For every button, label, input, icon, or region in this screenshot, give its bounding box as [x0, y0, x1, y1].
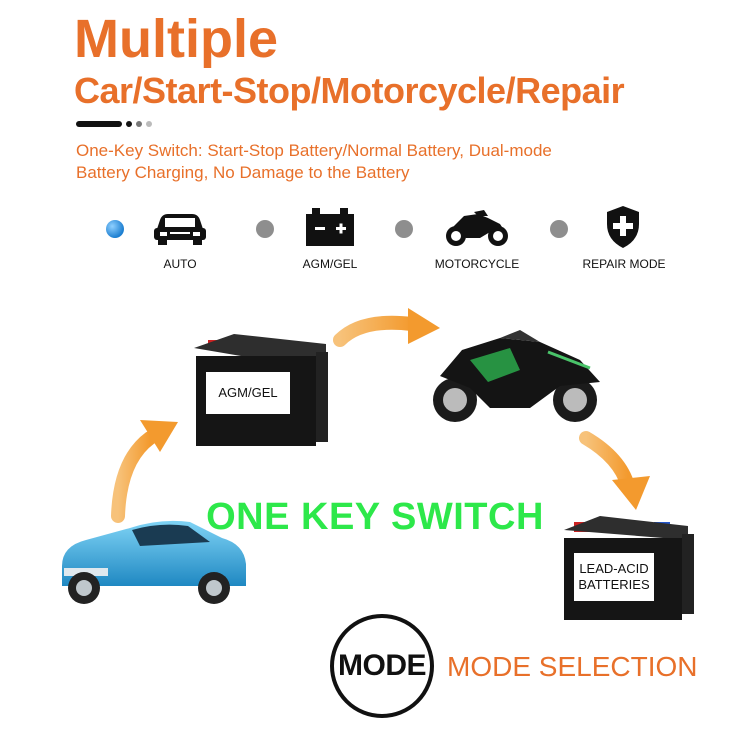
feature-description: One-Key Switch: Start-Stop Battery/Norma… [76, 140, 676, 184]
car-image [62, 520, 246, 604]
mode-label-auto[interactable]: AUTO [163, 257, 197, 271]
mode-button[interactable]: MODE [330, 614, 434, 718]
mode-indicator-motorcycle[interactable] [395, 220, 413, 238]
lead-acid-label-line: BATTERIES [578, 577, 650, 592]
mode-label-agm[interactable]: AGM/GEL [302, 257, 358, 271]
lead-acid-label-line: LEAD-ACID [579, 561, 649, 576]
battery-icon [306, 208, 354, 246]
lead-acid-battery-label: LEAD-ACID BATTERIES [574, 553, 654, 601]
mode-selection-label: MODE SELECTION [447, 651, 698, 682]
motorcycle-icon [446, 210, 508, 246]
page-title: Multiple [74, 9, 278, 69]
mode-label-repair[interactable]: REPAIR MODE [582, 257, 666, 271]
description-line: One-Key Switch: Start-Stop Battery/Norma… [76, 141, 552, 160]
arrow-agm-to-motorcycle [333, 308, 440, 347]
shield-plus-icon [607, 206, 639, 248]
arrow-motorcycle-to-leadacid [579, 431, 650, 510]
mode-label-motorcycle[interactable]: MOTORCYCLE [434, 257, 520, 271]
mode-indicator-agm[interactable] [256, 220, 274, 238]
description-line: Battery Charging, No Damage to the Batte… [76, 163, 410, 182]
mode-indicator-repair[interactable] [550, 220, 568, 238]
car-icon [154, 214, 206, 245]
agm-battery-label: AGM/GEL [206, 372, 290, 414]
mode-indicator-auto[interactable] [106, 220, 124, 238]
page-subtitle: Car/Start-Stop/Motorcycle/Repair [74, 70, 625, 111]
motorcycle-image [433, 330, 600, 422]
arrow-car-to-agm [111, 420, 178, 523]
mode-button-label: MODE [338, 649, 427, 682]
one-key-switch-text: ONE KEY SWITCH [206, 496, 544, 538]
